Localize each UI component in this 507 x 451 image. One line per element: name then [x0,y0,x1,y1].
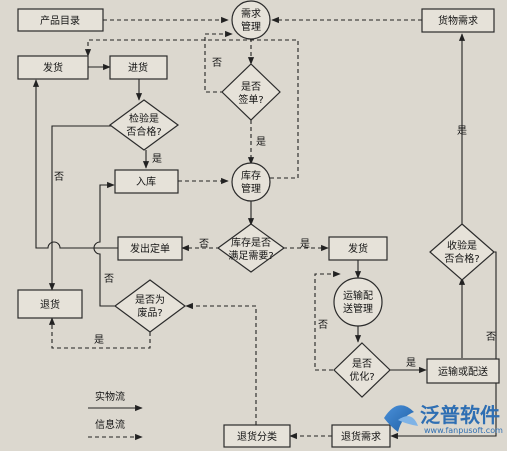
label-signed-no: 否 [212,57,222,69]
node-return-demand-label: 退货需求 [341,430,381,443]
node-transport-mgmt-line2: 送管理 [343,302,373,315]
node-product-catalog-label: 产品目录 [40,14,80,27]
node-ship-right [328,236,388,261]
node-inventory-mgmt [231,162,271,202]
node-inspect-line1: 检验是 [129,112,159,125]
node-is-waste [113,279,187,333]
node-inspect-line2: 否合格? [126,125,161,138]
node-ship-left-label: 发货 [43,61,63,74]
label-waste-yes: 是 [94,334,104,346]
node-inventory-mgmt-line1: 库存 [241,169,261,182]
label-acceptance-no: 否 [486,331,496,343]
node-warehouse-in [114,169,179,194]
node-purchase [109,55,168,80]
node-return-sort-label: 退货分类 [237,430,277,443]
node-ship-right-label: 发货 [348,242,368,255]
node-goods-demand-label: 货物需求 [438,14,478,27]
node-goods-demand [421,8,495,33]
label-signed-yes: 是 [256,136,266,148]
edge-waste-no-warehouse [93,181,120,307]
node-return-demand [331,424,391,448]
node-transport-mgmt-line1: 运输配 [343,289,373,302]
legend-physical-label: 实物流 [95,390,125,403]
logo-name: 泛普软件 [420,403,500,427]
edge-inspect-no-return [48,125,112,291]
label-optimize-yes: 是 [406,357,416,369]
edge-sort-waste [185,302,257,425]
node-ship-order-label: 发出定单 [130,242,170,255]
node-inspect [108,99,180,151]
edge-optimize-no-loop [314,270,341,371]
node-signed-line1: 是否 [241,81,261,93]
node-signed [221,63,281,121]
logo: 泛普软件 www.fanpusoft.com [384,403,503,435]
node-transport-mgmt [333,277,383,327]
node-optimize [333,342,391,398]
node-return-goods [17,289,83,319]
label-acceptance-yes: 是 [457,125,467,137]
node-purchase-label: 进货 [128,61,148,74]
edge-waste-yes-return [48,317,151,349]
node-transport-delivery-label: 运输或配送 [438,365,488,378]
legend: 实物流 信息流 [88,390,143,441]
node-demand-mgmt-line2: 管理 [241,20,261,33]
label-waste-no: 否 [104,273,114,285]
node-inventory-mgmt-line2: 管理 [241,182,261,195]
edge-inventory-ship [84,39,299,179]
node-optimize-line2: 优化? [349,370,374,383]
node-warehouse-in-label: 入库 [136,175,156,188]
node-stock-enough-line1: 库存是否 [231,236,271,249]
edge-order-ship [32,79,118,249]
edge-signed-no-loop [204,30,233,93]
label-inspect-yes: 是 [152,153,162,165]
node-product-catalog [17,8,104,32]
logo-url: www.fanpusoft.com [424,426,503,435]
node-acceptance [429,223,495,281]
logo-mark-icon [384,405,418,432]
node-is-waste-line2: 废品? [137,306,162,319]
node-ship-order [117,236,183,261]
label-stock-no: 否 [199,238,209,250]
node-is-waste-line1: 是否为 [135,294,165,306]
node-acceptance-line2: 否合格? [444,252,479,265]
node-demand-mgmt [231,0,271,40]
node-return-sort [223,424,291,448]
node-optimize-line1: 是否 [352,358,372,370]
label-optimize-no: 否 [318,319,328,331]
node-transport-delivery [426,358,500,384]
node-demand-mgmt-line1: 需求 [241,8,261,20]
node-return-goods-label: 退货 [40,298,60,311]
node-stock-enough-line2: 满足需要? [228,250,273,262]
label-inspect-no: 否 [54,171,64,183]
legend-info-label: 信息流 [95,418,125,431]
node-acceptance-line1: 收验是 [447,239,477,252]
edge-acceptance-no-returndemand [390,251,497,440]
label-stock-yes: 是 [300,238,310,250]
node-stock-enough [216,223,286,273]
node-signed-line2: 签单? [238,93,263,106]
node-ship-left [17,55,89,80]
